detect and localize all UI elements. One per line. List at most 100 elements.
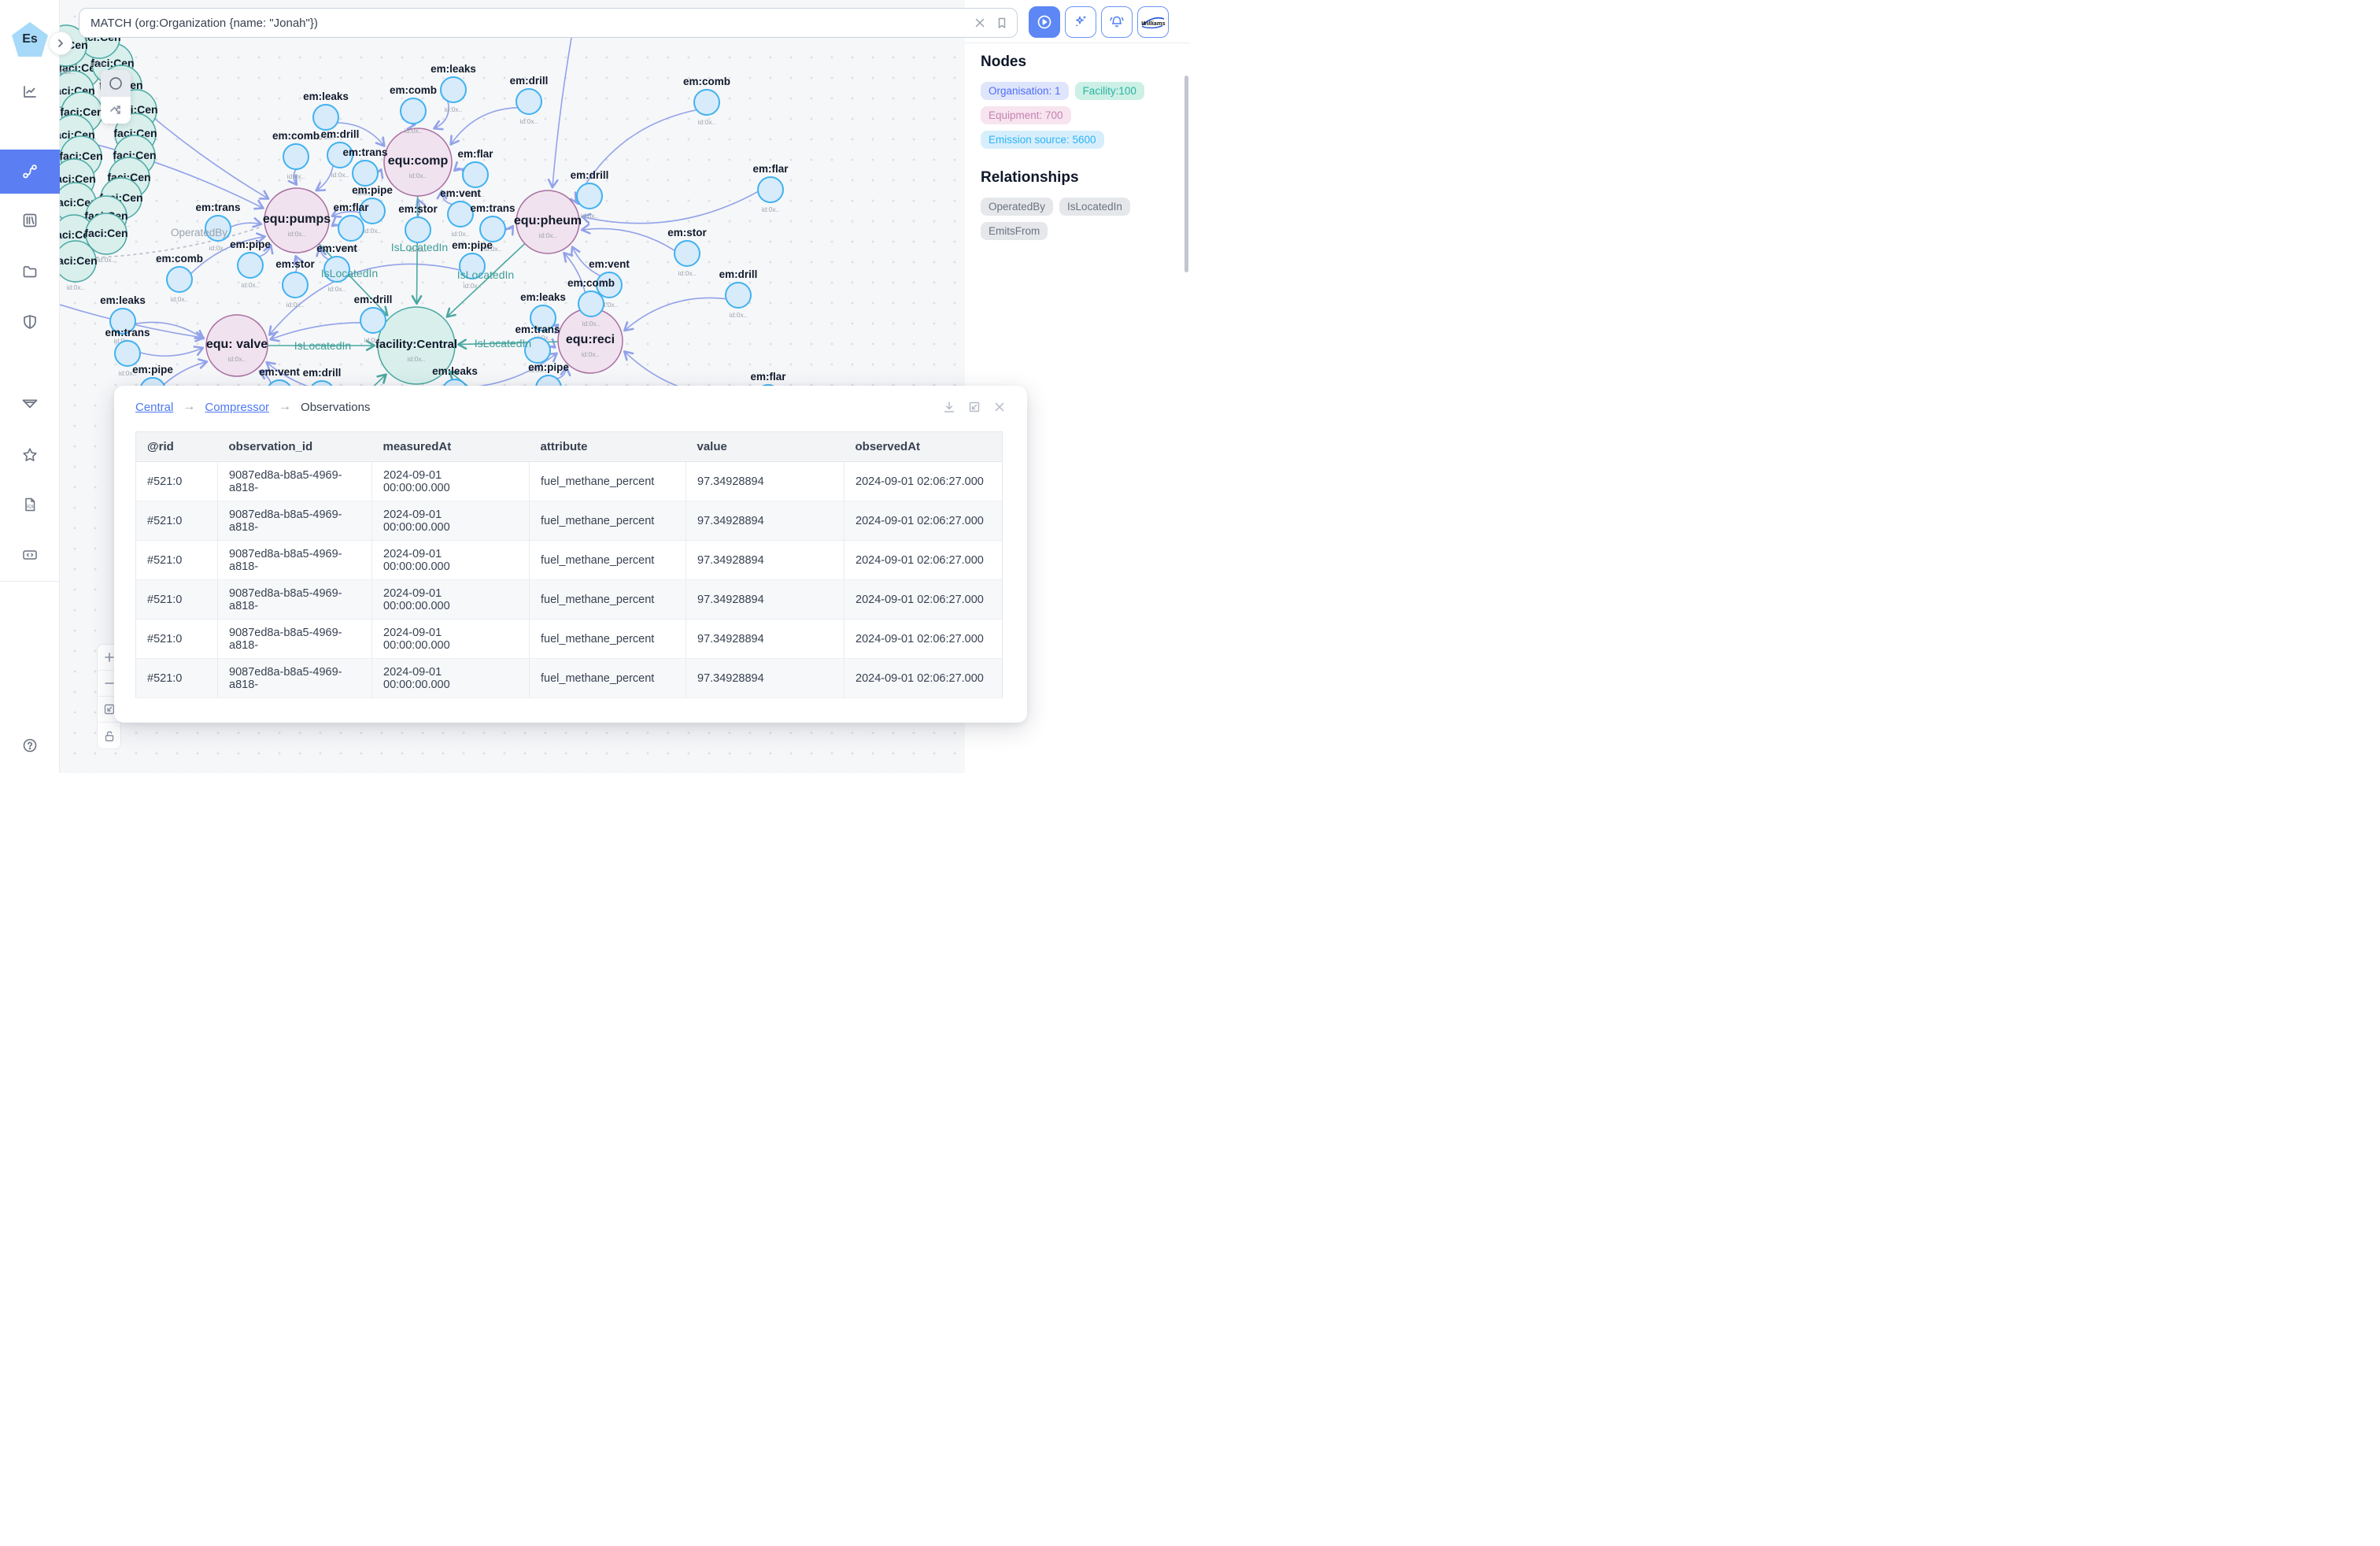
graph-node-facility-central[interactable]: [377, 306, 456, 385]
sidebar-item-files[interactable]: [0, 254, 60, 289]
breadcrumb-compressor[interactable]: Compressor: [205, 400, 270, 414]
unlock-button[interactable]: [98, 723, 120, 749]
graph-node-em-drill[interactable]: [360, 307, 386, 334]
graph-node-em-trans[interactable]: [205, 215, 231, 242]
table-header-cell[interactable]: observation_id: [217, 431, 372, 462]
circle-tool-button[interactable]: [101, 70, 131, 97]
graph-node-em-trans[interactable]: [114, 340, 141, 367]
bell-icon: [1110, 16, 1124, 28]
graph-node-equ-pumps[interactable]: [264, 187, 330, 253]
app-logo[interactable]: Es: [12, 22, 48, 57]
graph-node-em-vent[interactable]: [447, 201, 474, 227]
table-header-cell[interactable]: @rid: [135, 431, 218, 462]
sidebar-item-sql[interactable]: SQL: [0, 487, 60, 522]
graph-node-em-leaks[interactable]: [530, 305, 556, 331]
graph-node-em-drill[interactable]: [327, 142, 353, 168]
table-cell: 2024-09-01 02:06:27.000: [844, 658, 1003, 698]
graph-node-em-trans[interactable]: [352, 160, 379, 187]
clear-query-icon[interactable]: [974, 17, 986, 29]
sidebar-item-graph-view[interactable]: [0, 150, 60, 194]
run-query-button[interactable]: [1029, 6, 1060, 38]
scrollbar-thumb[interactable]: [1184, 76, 1188, 272]
graph-node-equ-comp[interactable]: [383, 128, 453, 197]
graph-node-equ--valve[interactable]: [205, 314, 268, 377]
graph-node-em-vent[interactable]: [596, 272, 623, 298]
graph-label: equ: valve: [206, 338, 268, 351]
sidebar-item-security[interactable]: [0, 305, 60, 339]
graph-edge: [580, 223, 675, 252]
graph-node-em-pipe[interactable]: [359, 198, 386, 224]
graph-node-em-flar[interactable]: [462, 161, 489, 188]
breadcrumb-central[interactable]: Central: [135, 400, 174, 414]
bookmark-icon[interactable]: [996, 17, 1008, 29]
graph-node-em-stor[interactable]: [405, 216, 431, 243]
graph-node-em-leaks[interactable]: [312, 104, 339, 131]
graph-node-em-drill[interactable]: [576, 183, 603, 209]
graph-node-em-stor[interactable]: [674, 240, 700, 267]
table-cell: 2024-09-01 00:00:00.000: [371, 619, 530, 659]
badge-emitsfrom[interactable]: EmitsFrom: [981, 222, 1048, 240]
table-header-cell[interactable]: observedAt: [844, 431, 1003, 462]
graph-label: em:comb: [272, 130, 320, 142]
graph-node-em-drill[interactable]: [725, 282, 752, 309]
ai-assist-button[interactable]: [1065, 6, 1096, 38]
graph-node-em-flar[interactable]: [338, 215, 364, 242]
graph-node-em-stor[interactable]: [282, 272, 309, 298]
graph-node-em-vent[interactable]: [323, 256, 350, 283]
sidebar-item-filters[interactable]: [0, 387, 60, 422]
graph-node-em-trans[interactable]: [524, 337, 551, 364]
sidebar-item-code[interactable]: [0, 538, 60, 572]
graph-node-em-leaks[interactable]: [109, 308, 136, 335]
table-header-cell[interactable]: attribute: [529, 431, 686, 462]
fit-view-button[interactable]: [98, 697, 120, 723]
graph-node-faci-cen[interactable]: [85, 213, 128, 255]
graph-node-em-comb[interactable]: [578, 290, 604, 317]
close-icon[interactable]: [992, 400, 1007, 414]
badge-equipment[interactable]: Equipment: 700: [981, 106, 1071, 124]
table-header-cell[interactable]: value: [686, 431, 844, 462]
table-header-cell[interactable]: measuredAt: [371, 431, 530, 462]
graph-node-em-drill[interactable]: [516, 88, 542, 115]
sidebar-item-library[interactable]: [0, 203, 60, 238]
expand-icon[interactable]: [967, 400, 981, 414]
graph-edge: [415, 198, 426, 218]
badge-organisation[interactable]: Organisation: 1: [981, 82, 1069, 100]
graph-node-em-comb[interactable]: [166, 266, 193, 293]
sidebar-item-help[interactable]: [0, 728, 60, 763]
badge-operatedby[interactable]: OperatedBy: [981, 198, 1054, 216]
badge-facility[interactable]: Facility:100: [1074, 82, 1144, 100]
download-icon[interactable]: [942, 400, 956, 414]
notifications-button[interactable]: [1101, 6, 1133, 38]
williams-logo-button[interactable]: Williams: [1137, 6, 1169, 38]
badge-islocatedin[interactable]: IsLocatedIn: [1059, 198, 1130, 216]
graph-node-em-comb[interactable]: [283, 143, 309, 170]
graph-node-equ-pheum[interactable]: [516, 190, 580, 254]
graph-node-em-pipe[interactable]: [237, 252, 264, 279]
sidebar-item-favorites[interactable]: [0, 438, 60, 472]
graph-node-em-comb[interactable]: [693, 89, 720, 116]
zoom-out-button[interactable]: [98, 671, 120, 697]
graph-node-em-leaks[interactable]: [440, 76, 467, 103]
graph-label: id:0x..: [409, 246, 427, 253]
badge-emission-source[interactable]: Emission source: 5600: [981, 131, 1104, 149]
sidebar-item-analytics[interactable]: [0, 75, 60, 109]
node-badges: Organisation: 1 Facility:100 Equipment: …: [981, 82, 1177, 149]
graph-node-em-comb[interactable]: [400, 98, 427, 124]
zoom-in-button[interactable]: [98, 645, 120, 671]
graph-node-em-trans[interactable]: [479, 216, 506, 242]
graph-node-em-pipe[interactable]: [459, 253, 486, 279]
query-input[interactable]: [79, 8, 1018, 38]
sidebar-collapse-button[interactable]: [49, 31, 72, 55]
graph-node-faci-cen[interactable]: [60, 240, 97, 283]
graph-node-em-flar[interactable]: [757, 176, 784, 203]
graph-label: em:flar: [333, 202, 369, 213]
graph-canvas[interactable]: equ:compid:0x..equ:pumpsid:0x..equ:pheum…: [60, 0, 965, 773]
trend-tool-button[interactable]: [101, 97, 131, 124]
